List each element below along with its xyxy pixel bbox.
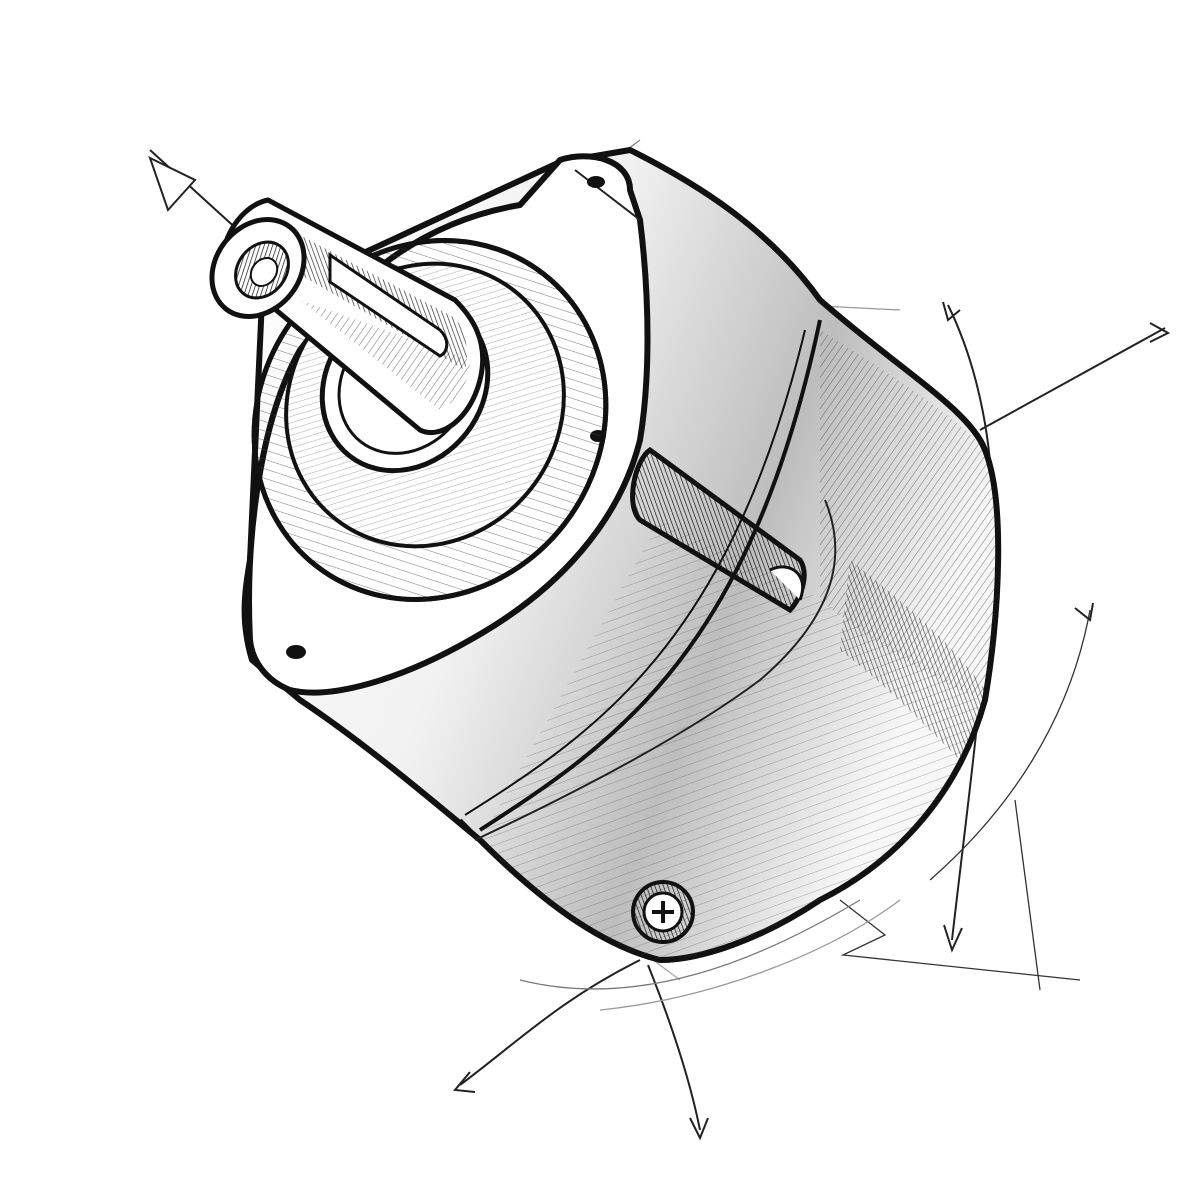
axis-arrow-bottom-left: [453, 1071, 476, 1093]
axis-arrow-right: [1149, 322, 1171, 343]
output-shaft: [209, 197, 486, 435]
flange-hole: [587, 176, 605, 188]
cylindrical-housing: [241, 147, 1002, 963]
axis-arrow-bottom: [689, 1117, 709, 1141]
flange-hole: [286, 645, 306, 659]
phillips-screw-icon: [631, 880, 695, 944]
window-slot: [630, 446, 807, 614]
axis-arrow-down: [943, 924, 963, 953]
axis-arrow-up-left: [148, 156, 197, 212]
